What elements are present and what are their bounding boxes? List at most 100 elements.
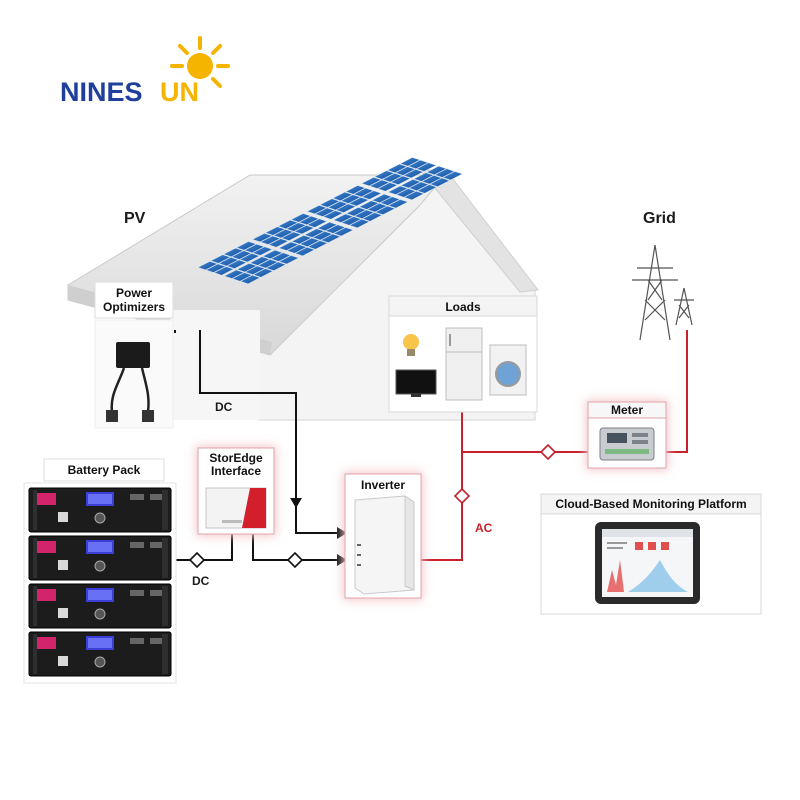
solar-cell — [300, 238, 319, 247]
solar-cell — [250, 257, 269, 266]
meter-box: Meter — [586, 400, 668, 470]
solar-cell — [341, 195, 360, 204]
solar-cell — [219, 257, 238, 266]
solar-cell — [263, 250, 282, 259]
solar-cell — [286, 223, 306, 232]
television-icon — [395, 369, 437, 397]
solar-cell — [295, 225, 314, 234]
optimizer-device-icon — [106, 342, 154, 422]
solar-cell — [336, 204, 356, 213]
brand-logo: NINES UN — [60, 36, 230, 107]
battery-terminal — [130, 638, 144, 644]
battery-knob — [94, 560, 106, 572]
solar-cell — [211, 254, 230, 264]
storedge-device-icon — [205, 487, 267, 529]
solar-cell — [370, 180, 389, 189]
solar-cell — [435, 169, 454, 178]
battery-breaker — [58, 560, 68, 570]
storedge-label-line2: Interface — [211, 464, 261, 478]
solar-cell — [241, 275, 260, 284]
solar-cell — [323, 210, 343, 219]
battery-handle — [33, 586, 37, 626]
battery-handle — [33, 538, 37, 578]
light-bulb-icon — [403, 334, 419, 356]
battery-terminal — [150, 542, 164, 548]
loads-box: Loads — [388, 295, 538, 413]
solar-cell — [214, 266, 233, 275]
solar-cell — [313, 231, 332, 240]
battery-display-screen — [88, 542, 112, 552]
battery-indicator — [36, 637, 56, 649]
solar-cell — [253, 247, 272, 256]
solar-cell — [258, 259, 278, 268]
grid-label: Grid — [643, 210, 676, 227]
solar-cell — [375, 170, 394, 180]
battery-handle — [162, 586, 168, 626]
dc-upper-label: DC — [215, 400, 233, 414]
solar-cell — [253, 233, 272, 242]
solar-cell — [321, 234, 340, 243]
solar-cell — [362, 191, 381, 200]
storedge-label-line1: StorEdge — [209, 451, 263, 465]
brand-name-right: UN — [160, 77, 199, 107]
solar-cell — [396, 188, 416, 197]
solar-cell — [376, 206, 395, 215]
solar-cell — [430, 178, 449, 187]
battery-handle — [162, 634, 168, 674]
solar-cell — [279, 255, 298, 264]
solar-cell — [417, 163, 436, 172]
battery-knob — [94, 608, 106, 620]
solar-cell — [347, 207, 366, 216]
solar-cell — [355, 210, 374, 219]
solar-cell — [274, 229, 293, 238]
battery-breaker — [58, 608, 68, 618]
battery-handle — [162, 538, 168, 578]
solar-cell — [409, 182, 428, 191]
battery-pack-label: Battery Pack — [68, 463, 141, 477]
solar-cell — [278, 220, 298, 229]
inverter-box: Inverter — [343, 472, 423, 600]
solar-cell — [363, 212, 382, 221]
solar-cell — [232, 251, 251, 260]
inverter-label: Inverter — [361, 478, 405, 492]
power-optimizers: Power Optimizers — [94, 281, 174, 429]
solar-cell — [227, 260, 246, 269]
solar-cell — [237, 241, 256, 250]
solar-cell — [401, 179, 420, 188]
solar-cell — [245, 244, 264, 253]
cloud-platform-box: Cloud-Based Monitoring Platform — [540, 493, 762, 615]
solar-cell — [307, 205, 327, 214]
solar-cell — [198, 261, 217, 270]
battery-terminal — [150, 494, 164, 500]
battery-terminal — [130, 494, 144, 500]
dc-lower-label: DC — [192, 574, 210, 588]
solar-cell — [269, 238, 288, 247]
solar-cell — [237, 263, 257, 272]
cloud-platform-label: Cloud-Based Monitoring Platform — [555, 497, 746, 511]
battery-breaker — [58, 512, 68, 522]
solar-cell — [307, 219, 327, 228]
solar-cell — [367, 203, 387, 212]
solar-cell — [291, 213, 311, 222]
battery-display-screen — [88, 494, 112, 504]
solar-cell — [400, 157, 420, 166]
meter-label: Meter — [611, 403, 643, 417]
solar-cell — [359, 201, 379, 210]
solar-cell — [404, 191, 424, 200]
solar-cell — [328, 201, 347, 210]
battery-modules — [28, 487, 172, 677]
solar-cell — [299, 216, 319, 225]
solar-cell — [245, 266, 265, 275]
power-optimizers-label-line2: Optimizers — [103, 300, 165, 314]
transmission-tower-icon — [632, 244, 694, 341]
solar-cell — [443, 171, 462, 180]
battery-display-screen — [88, 590, 112, 600]
storedge-interface-box: StorEdge Interface — [196, 446, 276, 536]
solar-cell — [266, 226, 285, 236]
solar-cell — [362, 177, 381, 186]
solar-cell — [383, 173, 402, 182]
pv-label: PV — [124, 210, 146, 227]
ac-label: AC — [475, 521, 493, 535]
solar-cell — [305, 229, 324, 238]
